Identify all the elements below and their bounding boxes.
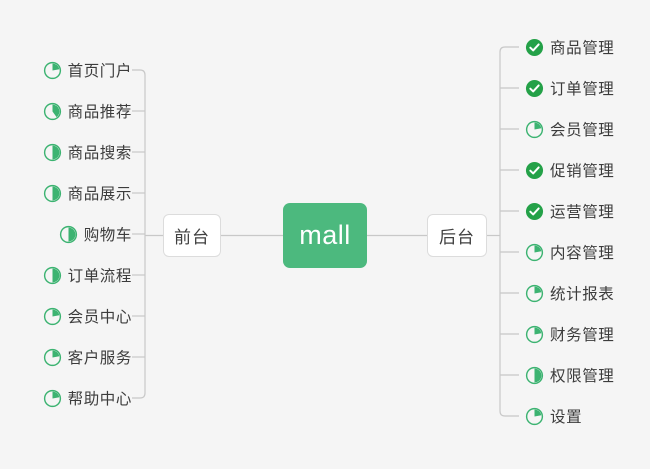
leaf-node-label: 商品管理 (550, 40, 615, 57)
status-check-icon (525, 161, 544, 180)
leaf-node-label: 运营管理 (550, 204, 615, 221)
leaf-node-backend-9[interactable]: 设置 (525, 402, 582, 430)
leaf-node-label: 会员中心 (67, 309, 132, 326)
status-check-icon (525, 202, 544, 221)
status-progress-icon (43, 389, 62, 408)
leaf-node-backend-5[interactable]: 内容管理 (525, 238, 614, 266)
leaf-node-label: 订单流程 (67, 268, 132, 285)
leaf-node-frontend-5[interactable]: 订单流程 (43, 261, 132, 289)
leaf-node-frontend-4[interactable]: 购物车 (59, 220, 132, 248)
status-check-icon (525, 38, 544, 57)
status-progress-icon (43, 266, 62, 285)
branch-node-backend-label: 后台 (439, 228, 475, 247)
status-progress-icon (59, 225, 78, 244)
leaf-node-backend-8[interactable]: 权限管理 (525, 361, 614, 389)
status-progress-icon (43, 184, 62, 203)
leaf-node-label: 商品展示 (67, 186, 132, 203)
leaf-node-frontend-7[interactable]: 客户服务 (43, 343, 132, 371)
status-progress-icon (525, 366, 544, 385)
leaf-node-label: 商品搜索 (67, 145, 132, 162)
leaf-node-frontend-2[interactable]: 商品搜索 (43, 138, 132, 166)
leaf-node-backend-1[interactable]: 订单管理 (525, 74, 614, 102)
leaf-node-backend-6[interactable]: 统计报表 (525, 279, 614, 307)
status-check-icon (525, 79, 544, 98)
status-progress-icon (525, 325, 544, 344)
leaf-node-label: 统计报表 (550, 286, 615, 303)
status-progress-icon (43, 348, 62, 367)
status-progress-icon (43, 143, 62, 162)
status-progress-icon (525, 407, 544, 426)
leaf-node-label: 内容管理 (550, 245, 615, 262)
leaf-node-label: 客户服务 (67, 350, 132, 367)
leaf-node-label: 权限管理 (550, 368, 615, 385)
leaf-node-label: 商品推荐 (67, 104, 132, 121)
leaf-node-label: 会员管理 (550, 122, 615, 139)
status-progress-icon (43, 102, 62, 121)
branch-node-frontend-label: 前台 (174, 228, 210, 247)
root-node-label: mall (299, 220, 351, 250)
leaf-node-label: 首页门户 (67, 63, 132, 80)
status-progress-icon (43, 307, 62, 326)
leaf-node-frontend-6[interactable]: 会员中心 (43, 302, 132, 330)
root-node-mall[interactable]: mall (283, 203, 367, 268)
status-progress-icon (525, 284, 544, 303)
leaf-node-frontend-1[interactable]: 商品推荐 (43, 97, 132, 125)
status-progress-icon (525, 120, 544, 139)
branch-node-backend[interactable]: 后台 (427, 214, 487, 257)
leaf-node-backend-3[interactable]: 促销管理 (525, 156, 614, 184)
leaf-node-backend-4[interactable]: 运营管理 (525, 197, 614, 225)
leaf-node-label: 订单管理 (550, 81, 615, 98)
leaf-node-backend-0[interactable]: 商品管理 (525, 33, 614, 61)
leaf-node-backend-2[interactable]: 会员管理 (525, 115, 614, 143)
leaf-node-label: 促销管理 (550, 163, 615, 180)
status-progress-icon (43, 61, 62, 80)
leaf-node-label: 设置 (550, 409, 583, 426)
leaf-node-frontend-0[interactable]: 首页门户 (43, 56, 132, 84)
leaf-node-frontend-8[interactable]: 帮助中心 (43, 384, 132, 412)
leaf-node-label: 购物车 (83, 227, 132, 244)
leaf-node-backend-7[interactable]: 财务管理 (525, 320, 614, 348)
leaf-node-label: 财务管理 (550, 327, 615, 344)
leaf-node-frontend-3[interactable]: 商品展示 (43, 179, 132, 207)
status-progress-icon (525, 243, 544, 262)
leaf-node-label: 帮助中心 (67, 391, 132, 408)
branch-node-frontend[interactable]: 前台 (163, 214, 221, 257)
